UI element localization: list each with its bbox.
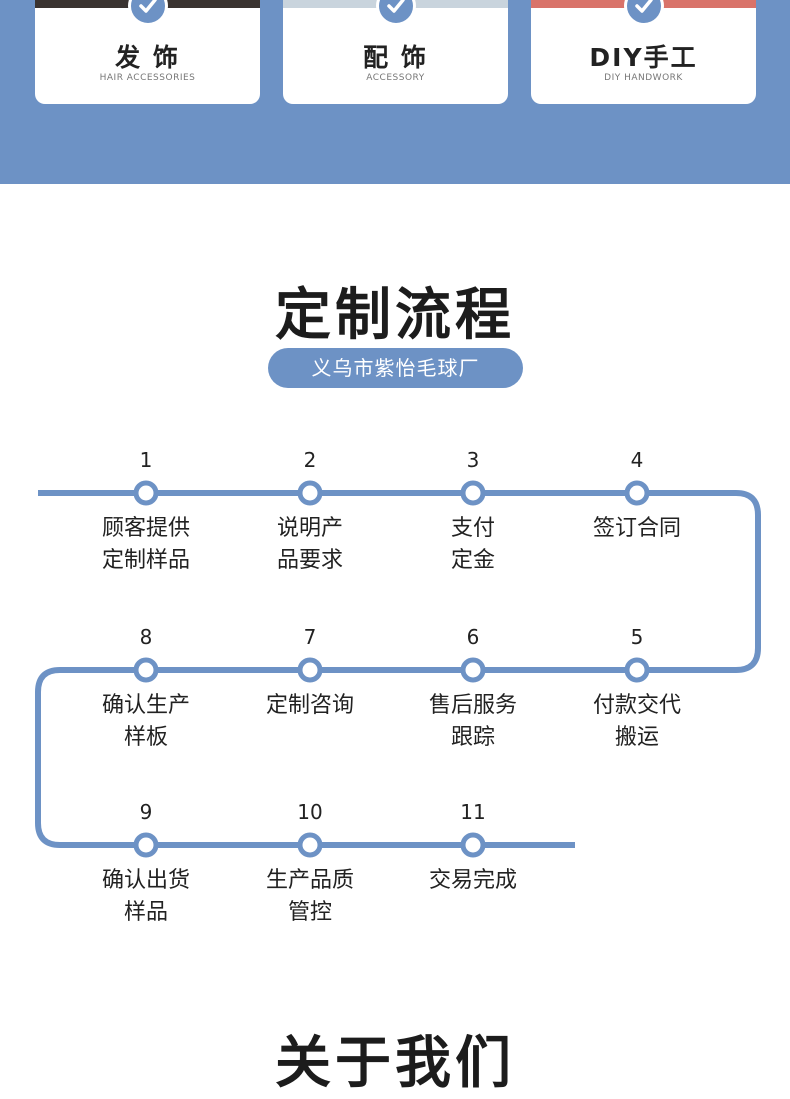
step-label: 定制咨询	[240, 690, 380, 722]
step-node	[297, 657, 323, 683]
step-number-text: 2	[303, 448, 317, 472]
step-label-line1: 确认出货	[101, 868, 190, 893]
step-label-line2: 定金	[450, 548, 495, 573]
step-label-line1: 顾客提供	[101, 516, 190, 541]
step-number: 5	[567, 625, 707, 649]
step-label-line2: 管控	[287, 900, 332, 925]
step-label-line2: 搬运	[614, 725, 659, 750]
step-label: 支付定金	[403, 513, 543, 577]
process-title: 定制流程	[275, 283, 515, 348]
category-card-accessory[interactable]: 配 饰 ACCESSORY	[283, 0, 508, 104]
step-label-line1: 付款交代	[592, 693, 681, 718]
category-title: DIY手工	[589, 43, 698, 72]
step-number-text: 5	[630, 625, 644, 649]
step-number: 1	[76, 448, 216, 472]
category-card-diy[interactable]: DIY手工 DIY HANDWORK	[531, 0, 756, 104]
step-label-line1: 确认生产	[101, 693, 190, 718]
step-number: 7	[240, 625, 380, 649]
step-label: 签订合同	[567, 513, 707, 545]
step-label: 确认出货样品	[76, 865, 216, 929]
step-label-line2: 品要求	[276, 548, 343, 573]
step-number: 6	[403, 625, 543, 649]
step-number-text: 4	[630, 448, 644, 472]
step-number-text: 3	[466, 448, 480, 472]
step-label-line1: 说明产	[276, 516, 343, 541]
category-title: 配 饰	[363, 43, 428, 72]
category-title: 发 饰	[115, 43, 180, 72]
step-node	[133, 832, 159, 858]
category-card-hair[interactable]: 发 饰 HAIR ACCESSORIES	[35, 0, 260, 104]
step-label-line2: 样板	[123, 725, 168, 750]
step-node	[624, 657, 650, 683]
step-number-text: 9	[139, 800, 153, 824]
step-number: 8	[76, 625, 216, 649]
step-number: 4	[567, 448, 707, 472]
step-label: 交易完成	[403, 865, 543, 897]
step-number-text: 7	[303, 625, 317, 649]
step-label: 顾客提供定制样品	[76, 513, 216, 577]
category-subtitle: HAIR ACCESSORIES	[99, 73, 196, 83]
step-node	[133, 480, 159, 506]
step-label: 确认生产样板	[76, 690, 216, 754]
step-label-line1: 支付	[450, 516, 495, 541]
category-subtitle: ACCESSORY	[366, 73, 425, 83]
about-title: 关于我们	[275, 1031, 515, 1096]
step-label-line1: 生产品质	[265, 868, 354, 893]
step-number: 3	[403, 448, 543, 472]
step-label-line1: 交易完成	[428, 868, 517, 893]
step-node	[460, 480, 486, 506]
step-number: 9	[76, 800, 216, 824]
step-number: 2	[240, 448, 380, 472]
step-label-line2: 定制样品	[101, 548, 190, 573]
step-label: 说明产品要求	[240, 513, 380, 577]
step-number-text: 11	[460, 800, 486, 824]
step-number: 11	[403, 800, 543, 824]
step-node	[297, 480, 323, 506]
step-node	[460, 832, 486, 858]
step-number-text: 10	[297, 800, 323, 824]
step-node	[133, 657, 159, 683]
step-label: 售后服务跟踪	[403, 690, 543, 754]
step-number-text: 1	[139, 448, 153, 472]
step-node	[460, 657, 486, 683]
company-badge: 义乌市紫怡毛球厂	[268, 348, 523, 388]
step-label-line2: 样品	[123, 900, 168, 925]
step-label-line2: 跟踪	[450, 725, 495, 750]
step-node	[297, 832, 323, 858]
step-number: 10	[240, 800, 380, 824]
step-label-line1: 售后服务	[428, 693, 517, 718]
step-number-text: 6	[466, 625, 480, 649]
step-label: 生产品质管控	[240, 865, 380, 929]
step-label-line1: 定制咨询	[265, 693, 354, 718]
step-label-line1: 签订合同	[592, 516, 681, 541]
category-subtitle: DIY HANDWORK	[604, 73, 683, 83]
step-label: 付款交代搬运	[567, 690, 707, 754]
step-node	[624, 480, 650, 506]
step-number-text: 8	[139, 625, 153, 649]
